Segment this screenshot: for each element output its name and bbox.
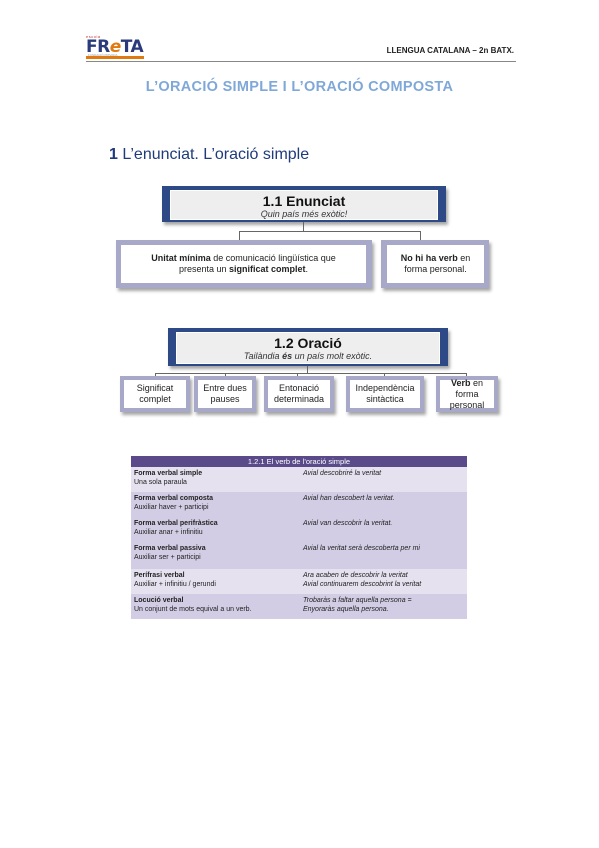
- course-label: LLENGUA CATALANA – 2n BATX.: [386, 46, 514, 55]
- section-heading: 1 L’enunciat. L’oració simple: [109, 146, 310, 163]
- connector: [239, 231, 421, 232]
- header-divider: [86, 61, 516, 62]
- connector: [420, 231, 421, 241]
- enunciat-header: 1.1 Enunciat Quin país més exòtic!: [170, 190, 438, 220]
- oracio-header: 1.2 Oració Tailàndia és un país molt exò…: [176, 332, 440, 364]
- table-title: 1.2.1 El verb de l’oració simple: [131, 456, 467, 467]
- connector: [307, 366, 308, 374]
- property-box: Significat complet: [120, 376, 190, 412]
- property-box: Independència sintàctica: [346, 376, 424, 412]
- connector: [239, 231, 240, 241]
- enunciat-title: 1.1 Enunciat: [262, 193, 346, 209]
- logo-small-text: escola: [86, 34, 101, 39]
- document-title: L’ORACIÓ SIMPLE I L’ORACIÓ COMPOSTA: [145, 79, 454, 95]
- property-box: Verb en forma personal: [436, 376, 498, 412]
- no-verb-text: No hi ha verb en forma personal.: [387, 245, 484, 283]
- property-box: Entonació determinada: [264, 376, 334, 412]
- oracio-example: Tailàndia és un país molt exòtic.: [243, 351, 373, 361]
- connector: [155, 373, 467, 374]
- logo-underline: [86, 56, 144, 59]
- definition-text: Unitat mínima de comunicació lingüística…: [121, 245, 366, 283]
- connector: [303, 222, 304, 232]
- property-box: Entre dues pauses: [194, 376, 256, 412]
- logo-wordmark: FReTA: [86, 37, 144, 57]
- oracio-title: 1.2 Oració: [274, 335, 342, 351]
- enunciat-example: Quin país més exòtic!: [260, 209, 348, 219]
- logo-subtitle: FUNDACIÓ PRIVADA: [88, 53, 118, 57]
- school-logo: escola FReTA FUNDACIÓ PRIVADA: [86, 34, 146, 60]
